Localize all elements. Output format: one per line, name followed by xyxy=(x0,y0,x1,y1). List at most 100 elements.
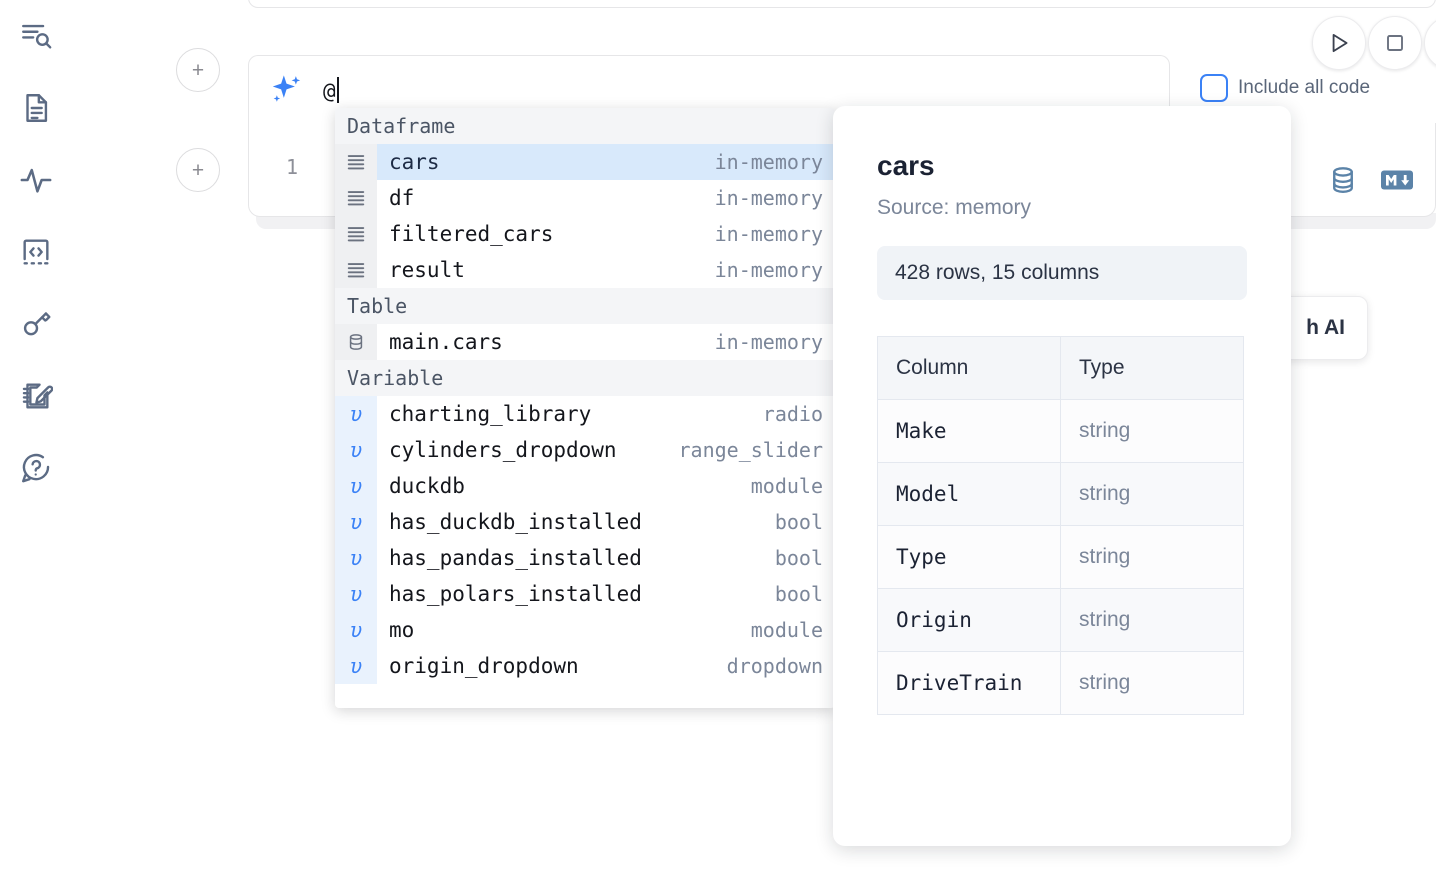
doc-column-type: string xyxy=(1061,400,1244,463)
help-icon[interactable] xyxy=(14,446,58,490)
autocomplete-item[interactable]: υmomodule xyxy=(335,612,835,648)
doc-col-header-type: Type xyxy=(1061,337,1244,400)
autocomplete-section-header: Table xyxy=(335,288,835,324)
doc-column-name: Make xyxy=(878,400,1061,463)
autocomplete-item-type: in-memory xyxy=(715,150,823,174)
add-cell-button-top[interactable]: + xyxy=(176,48,220,92)
doc-column-name: Origin xyxy=(878,589,1061,652)
doc-column-type: string xyxy=(1061,652,1244,715)
table-icon xyxy=(335,324,377,360)
completion-documentation-panel: cars Source: memory 428 rows, 15 columns… xyxy=(833,106,1291,846)
autocomplete-item[interactable]: df in-memory xyxy=(335,180,835,216)
include-all-code-row[interactable]: Include all code xyxy=(1200,74,1370,102)
code-line-number: 1 xyxy=(270,155,298,179)
autocomplete-item[interactable]: υorigin_dropdown dropdown xyxy=(335,648,835,684)
scratchpad-icon[interactable] xyxy=(14,374,58,418)
autocomplete-item-name: main.cars xyxy=(377,330,503,354)
doc-source: Source: memory xyxy=(877,196,1247,220)
notebook-cell-above xyxy=(248,0,1436,8)
variable-icon: υ xyxy=(335,540,377,576)
add-cell-button-bottom[interactable]: + xyxy=(176,148,220,192)
autocomplete-section-header: Dataframe xyxy=(335,108,835,144)
doc-table-header-row: Column Type xyxy=(878,337,1244,400)
doc-table-row: Makestring xyxy=(878,400,1244,463)
key-icon[interactable] xyxy=(14,302,58,346)
autocomplete-item-name: charting_library xyxy=(377,402,591,426)
autocomplete-item-name: result xyxy=(377,258,465,282)
ai-sparkle-icon xyxy=(267,70,307,110)
autocomplete-item[interactable]: υhas_pandas_installed bool xyxy=(335,540,835,576)
autocomplete-item-name: has_polars_installed xyxy=(377,582,642,606)
doc-column-name: Type xyxy=(878,526,1061,589)
autocomplete-item[interactable]: main.cars in-memory xyxy=(335,324,835,360)
left-icon-rail xyxy=(0,0,72,874)
code-snippet-icon[interactable] xyxy=(14,230,58,274)
autocomplete-item[interactable]: cars in-memory xyxy=(335,144,835,180)
autocomplete-item-type: in-memory xyxy=(715,222,823,246)
autocomplete-item-name: origin_dropdown xyxy=(377,654,579,678)
variable-icon: υ xyxy=(335,648,377,684)
autocomplete-item-type: module xyxy=(751,474,823,498)
variable-icon: υ xyxy=(335,432,377,468)
autocomplete-item-name: filtered_cars xyxy=(377,222,553,246)
doc-table-row: DriveTrainstring xyxy=(878,652,1244,715)
autocomplete-item-type: bool xyxy=(775,582,823,606)
doc-table-row: Originstring xyxy=(878,589,1244,652)
stop-cell-button[interactable] xyxy=(1368,16,1422,70)
variable-icon: υ xyxy=(335,468,377,504)
autocomplete-item-type: dropdown xyxy=(727,654,823,678)
cell-action-icons xyxy=(1328,165,1414,200)
doc-column-type: string xyxy=(1061,526,1244,589)
autocomplete-item-type: in-memory xyxy=(715,330,823,354)
autocomplete-section-header: Variable xyxy=(335,360,835,396)
autocomplete-item-name: df xyxy=(377,186,414,210)
markdown-icon[interactable] xyxy=(1380,168,1414,197)
doc-column-type: string xyxy=(1061,589,1244,652)
doc-table-row: Modelstring xyxy=(878,463,1244,526)
variable-icon: υ xyxy=(335,396,377,432)
autocomplete-item[interactable]: υhas_duckdb_installedbool xyxy=(335,504,835,540)
run-cell-button[interactable] xyxy=(1312,16,1366,70)
dataframe-icon xyxy=(335,252,377,288)
variable-icon: υ xyxy=(335,504,377,540)
doc-shape-badge: 428 rows, 15 columns xyxy=(877,246,1247,300)
autocomplete-item[interactable]: filtered_cars in-memory xyxy=(335,216,835,252)
autocomplete-item-type: in-memory xyxy=(715,258,823,282)
autocomplete-item-type: radio xyxy=(763,402,823,426)
variable-icon: υ xyxy=(335,576,377,612)
document-icon[interactable] xyxy=(14,86,58,130)
doc-column-name: DriveTrain xyxy=(878,652,1061,715)
autocomplete-item-name: has_duckdb_installed xyxy=(377,510,642,534)
autocomplete-item[interactable]: υduckdb module xyxy=(335,468,835,504)
autocomplete-item[interactable]: υcharting_library radio xyxy=(335,396,835,432)
file-search-icon[interactable] xyxy=(14,14,58,58)
autocomplete-item-name: has_pandas_installed xyxy=(377,546,642,570)
autocomplete-item[interactable]: result in-memory xyxy=(335,252,835,288)
dataframe-icon xyxy=(335,180,377,216)
autocomplete-item[interactable]: υcylinders_dropdown range_slider xyxy=(335,432,835,468)
text-caret xyxy=(337,77,339,103)
doc-column-name: Model xyxy=(878,463,1061,526)
autocomplete-item-type: bool xyxy=(775,546,823,570)
doc-column-type: string xyxy=(1061,463,1244,526)
autocomplete-popup[interactable]: Dataframecarsin-memorydfin-memoryfiltere… xyxy=(335,108,835,708)
autocomplete-item-name: cars xyxy=(377,150,440,174)
autocomplete-item[interactable]: υhas_polars_installed bool xyxy=(335,576,835,612)
activity-icon[interactable] xyxy=(14,158,58,202)
doc-schema-table: Column Type MakestringModelstringTypestr… xyxy=(877,336,1244,715)
autocomplete-item-name: duckdb xyxy=(377,474,465,498)
autocomplete-item-type: range_slider xyxy=(679,438,824,462)
include-all-code-checkbox[interactable] xyxy=(1200,74,1228,102)
database-icon[interactable] xyxy=(1328,165,1358,200)
autocomplete-item-name: cylinders_dropdown xyxy=(377,438,617,462)
autocomplete-item-type: in-memory xyxy=(715,186,823,210)
autocomplete-item-name: mo xyxy=(377,618,414,642)
variable-icon: υ xyxy=(335,612,377,648)
more-actions-button[interactable] xyxy=(1424,16,1436,70)
doc-col-header-column: Column xyxy=(878,337,1061,400)
prompt-text-value: @ xyxy=(323,77,339,103)
doc-table-row: Typestring xyxy=(878,526,1244,589)
include-all-code-label: Include all code xyxy=(1238,77,1370,99)
dataframe-icon xyxy=(335,144,377,180)
